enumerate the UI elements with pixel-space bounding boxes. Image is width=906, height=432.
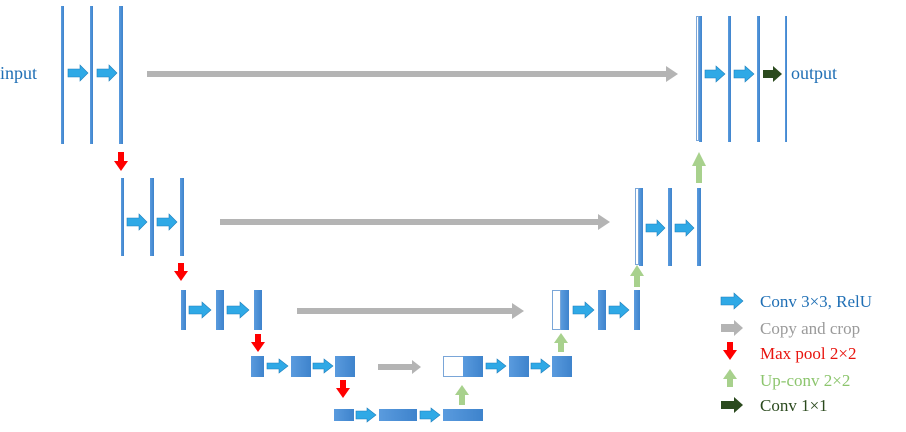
input-label: input [0,63,37,83]
legend-conv-icon [720,292,744,310]
feature-map [335,356,355,377]
conv-arrow-icon [188,301,212,319]
up-conv-arrow-icon [692,152,706,183]
feature-map [443,409,483,421]
copied-feature-map [552,290,561,330]
conv-arrow-icon [266,358,289,374]
conv-1x1-arrow-icon [763,66,782,82]
conv-arrow-icon [156,213,178,231]
feature-map [668,188,672,266]
feature-map [121,178,124,256]
copy-crop-arrow-icon [220,214,610,230]
output-label: output [791,63,837,83]
legend: Conv 3×3, RelU Copy and crop Max pool 2×… [720,292,872,415]
feature-map [639,188,643,266]
max-pool-arrow-icon [336,380,350,398]
conv-arrow-icon [67,64,89,82]
conv-arrow-icon [572,301,595,319]
decoder-level-2 [635,188,701,266]
copied-feature-map [696,16,699,141]
feature-map [334,409,354,421]
max-pool-arrow-icon [114,152,128,171]
copy-crop-arrow-icon [297,303,524,319]
feature-map [552,356,572,377]
encoder-level-2 [121,178,184,256]
legend-pool-label: Max pool 2×2 [760,344,856,363]
feature-map [699,16,702,142]
conv-arrow-icon [312,358,334,374]
feature-map [785,16,787,142]
legend-conv1-label: Conv 1×1 [760,396,828,415]
feature-map [61,6,64,144]
legend-conv1-icon [721,397,743,413]
feature-map [181,290,186,330]
up-conv-arrow-icon [455,385,469,405]
conv-arrow-icon [126,213,148,231]
feature-map [757,16,760,142]
feature-map [509,356,529,377]
legend-upconv-label: Up-conv 2×2 [760,371,850,390]
feature-map [119,6,123,144]
decoder-level-1 [696,16,787,142]
legend-conv-label: Conv 3×3, RelU [760,292,872,311]
bottleneck [334,407,483,423]
legend-pool-icon [723,342,737,360]
feature-map [291,356,311,377]
conv-arrow-icon [733,65,755,83]
conv-arrow-icon [485,358,507,374]
encoder-level-3 [181,290,262,330]
max-pool-arrow-icon [251,334,265,352]
conv-arrow-icon [96,64,118,82]
conv-arrow-icon [608,301,630,319]
feature-map [150,178,154,256]
copied-feature-map [443,356,464,377]
conv-arrow-icon [355,407,377,423]
feature-map [379,409,417,421]
encoder-level-4 [251,356,355,377]
conv-arrow-icon [530,358,551,374]
feature-map [697,188,701,266]
feature-map [728,16,731,142]
up-conv-arrow-icon [554,333,568,352]
legend-upconv-icon [723,369,737,387]
conv-arrow-icon [704,65,726,83]
conv-arrow-icon [645,219,666,237]
feature-map [180,178,184,256]
up-conv-arrow-icon [630,265,644,287]
decoder-level-3 [552,290,640,330]
feature-map [561,290,569,330]
feature-map [254,290,262,330]
copy-crop-arrow-icon [378,360,421,374]
legend-copy-label: Copy and crop [760,319,860,338]
legend-copy-icon [721,320,743,336]
copied-feature-map [635,188,639,265]
feature-map [598,290,606,330]
feature-map [90,6,93,144]
feature-map [463,356,483,377]
feature-map [634,290,640,330]
feature-map [216,290,224,330]
copy-crop-arrow-icon [147,66,678,82]
feature-map [251,356,264,377]
conv-arrow-icon [419,407,441,423]
conv-arrow-icon [674,219,695,237]
encoder-level-1 [61,6,123,144]
max-pool-arrow-icon [174,263,188,281]
decoder-level-4 [443,356,572,377]
conv-arrow-icon [226,301,250,319]
